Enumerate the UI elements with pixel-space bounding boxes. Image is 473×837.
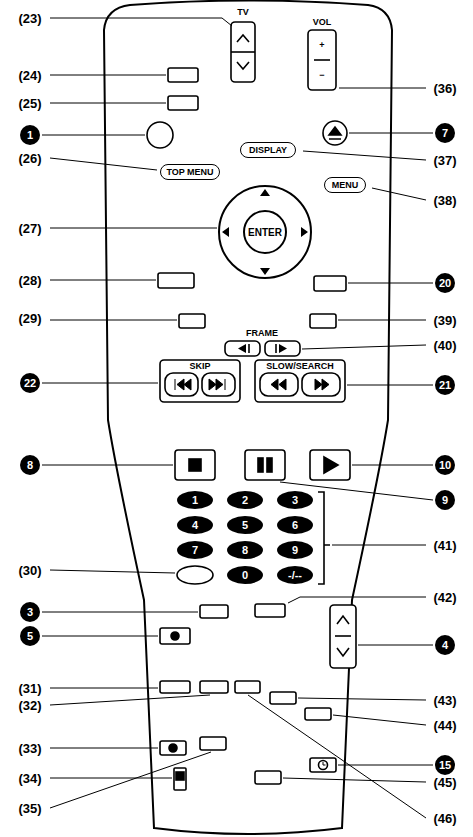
circled-callout: 10 <box>435 455 455 475</box>
menu-button: TOP MENU <box>160 164 220 180</box>
number-key: 5 <box>227 516 263 534</box>
callout-number: (44) <box>433 719 456 732</box>
key-legend: SKIP <box>188 362 211 371</box>
key-legend: FRAME <box>245 329 279 338</box>
callout-number: (23) <box>18 12 41 25</box>
circled-callout: 21 <box>435 375 455 395</box>
number-key: 1 <box>177 491 213 509</box>
button-text: 2 <box>242 494 248 506</box>
callout-number: (36) <box>433 82 456 95</box>
number-key: 3 <box>277 491 313 509</box>
number-key: -/-- <box>277 566 313 584</box>
circled-callout: 20 <box>435 273 455 293</box>
callout-number: (41) <box>433 539 456 552</box>
callout-number: (25) <box>18 97 41 110</box>
number-key: 2 <box>227 491 263 509</box>
callout-number: (39) <box>433 314 456 327</box>
callout-number: (26) <box>18 152 41 165</box>
key-legend: − <box>318 71 325 80</box>
menu-button: DISPLAY <box>240 142 296 158</box>
callout-number: (38) <box>433 194 456 207</box>
callout-number: (40) <box>433 339 456 352</box>
callout-number: (24) <box>18 69 41 82</box>
callout-number: (29) <box>18 312 41 325</box>
callout-number: (35) <box>18 802 41 815</box>
button-text: 0 <box>242 569 248 581</box>
button-text: 8 <box>242 544 248 556</box>
key-legend: SLOW/SEARCH <box>265 362 335 371</box>
circled-callout: 1 <box>20 125 40 145</box>
callout-number: (30) <box>18 564 41 577</box>
callout-number: (45) <box>433 776 456 789</box>
callout-number: (27) <box>18 222 41 235</box>
button-text: 5 <box>242 519 248 531</box>
callout-number: (28) <box>18 274 41 287</box>
number-key: 9 <box>277 541 313 559</box>
button-text: TOP MENU <box>166 167 213 177</box>
circled-callout: 15 <box>435 755 455 775</box>
number-key: 0 <box>227 566 263 584</box>
number-key: 8 <box>227 541 263 559</box>
key-legend: + <box>318 41 325 50</box>
key-legend: VOL <box>312 18 333 27</box>
circled-callout: 5 <box>20 626 40 646</box>
button-text: DISPLAY <box>249 145 287 155</box>
circled-callout: 3 <box>20 602 40 622</box>
button-text: 1 <box>192 494 198 506</box>
callout-number: (43) <box>433 694 456 707</box>
key-legend: TV <box>236 8 250 17</box>
callout-number: (33) <box>18 742 41 755</box>
callout-number: (37) <box>433 154 456 167</box>
button-text: MENU <box>332 180 359 190</box>
button-text: -/-- <box>288 569 302 581</box>
button-text: 4 <box>192 519 198 531</box>
leader-lines <box>42 18 433 818</box>
button-text: 7 <box>192 544 198 556</box>
number-key: 4 <box>177 516 213 534</box>
button-text: 6 <box>292 519 298 531</box>
enter-button: ENTER <box>243 210 287 254</box>
menu-button: MENU <box>324 177 366 193</box>
circled-callout: 8 <box>20 455 40 475</box>
callout-number: (42) <box>433 591 456 604</box>
button-text: ENTER <box>248 227 282 238</box>
circled-callout: 9 <box>435 490 455 510</box>
button-text: 3 <box>292 494 298 506</box>
button-text: 9 <box>292 544 298 556</box>
circled-callout: 4 <box>435 635 455 655</box>
callout-number: (32) <box>18 699 41 712</box>
number-key: 6 <box>277 516 313 534</box>
circled-callout: 22 <box>20 373 40 393</box>
number-key: 7 <box>177 541 213 559</box>
circled-callout: 7 <box>435 123 455 143</box>
callout-number: (46) <box>433 812 456 825</box>
callout-number: (34) <box>18 772 41 785</box>
callout-number: (31) <box>18 682 41 695</box>
remote-body <box>104 1 392 835</box>
